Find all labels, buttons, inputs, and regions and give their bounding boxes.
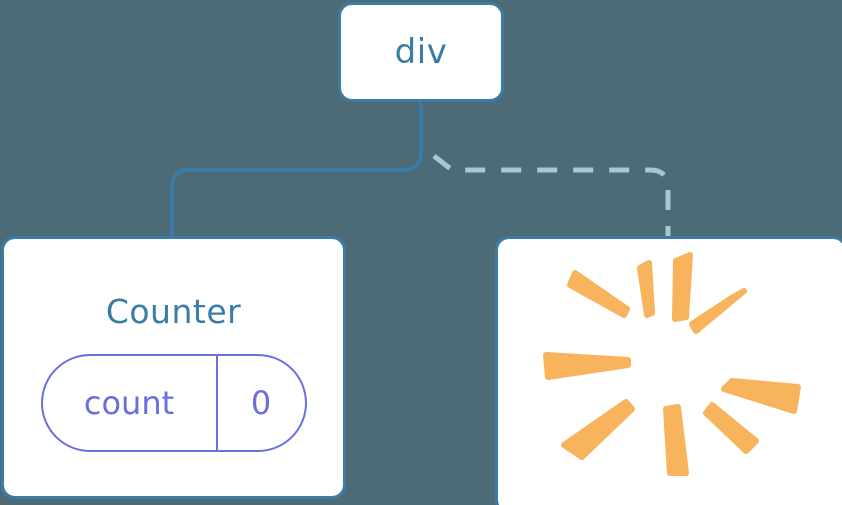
ray-ne (689, 288, 747, 334)
ray-e (721, 378, 801, 414)
state-pill-key: count (83, 384, 175, 422)
ray-s (663, 404, 689, 476)
ray-sw (561, 399, 635, 460)
node-counter-label: Counter (105, 292, 242, 331)
state-pill-count[interactable]: count 0 (40, 354, 307, 452)
node-counter[interactable]: Counter count 0 (1, 236, 346, 499)
state-pill-value: 0 (250, 384, 272, 422)
sparkle-burst-icon (543, 252, 801, 476)
ray-n (672, 252, 693, 322)
ray-se (703, 402, 759, 454)
edge-div-sparkle (432, 154, 671, 236)
ray-nw (567, 270, 630, 318)
node-sparkle[interactable] (495, 236, 842, 505)
node-div-label: div (394, 32, 448, 72)
ray-nnw (637, 260, 655, 318)
state-pill-divider (215, 356, 218, 450)
edge-div-counter (170, 100, 423, 238)
node-div[interactable]: div (338, 2, 504, 102)
ray-w (543, 352, 631, 380)
